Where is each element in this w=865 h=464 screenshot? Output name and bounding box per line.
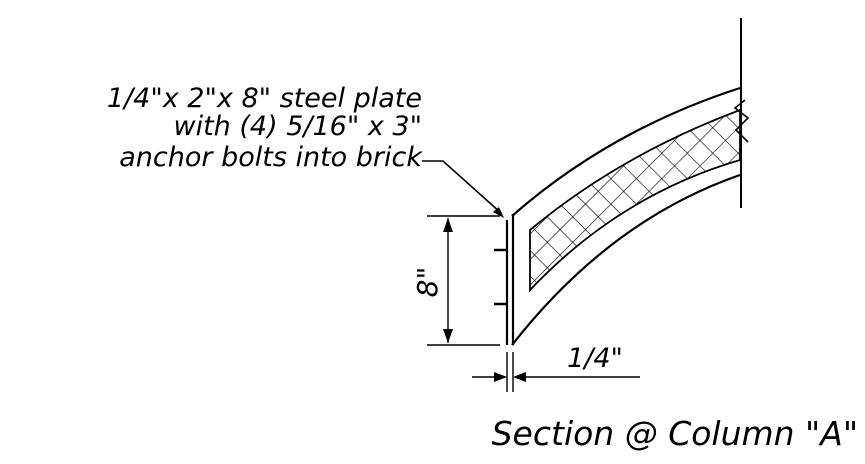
- callout-line-2: with (4) 5/16" x 3": [174, 111, 422, 142]
- insulation-hatch: [530, 110, 740, 290]
- leader-arrowhead: [493, 207, 504, 218]
- dim-arrow-bottom: [443, 329, 453, 343]
- thickness-dimension-label: 1/4": [567, 343, 623, 374]
- callout-line-3: anchor bolts into brick: [119, 142, 423, 173]
- dim-arrow-left: [494, 372, 507, 382]
- section-caption: Section @ Column "A": [492, 414, 858, 453]
- callout-leader: [422, 160, 502, 214]
- dim-arrow-top: [443, 218, 453, 232]
- callout-line-1: 1/4"x 2"x 8" steel plate: [107, 83, 422, 114]
- beam-bottom-edge: [511, 173, 741, 346]
- break-line: [733, 99, 750, 143]
- beam-top-edge: [511, 86, 741, 217]
- dim-arrow-right: [513, 372, 526, 382]
- height-dimension-label: 8": [411, 267, 444, 298]
